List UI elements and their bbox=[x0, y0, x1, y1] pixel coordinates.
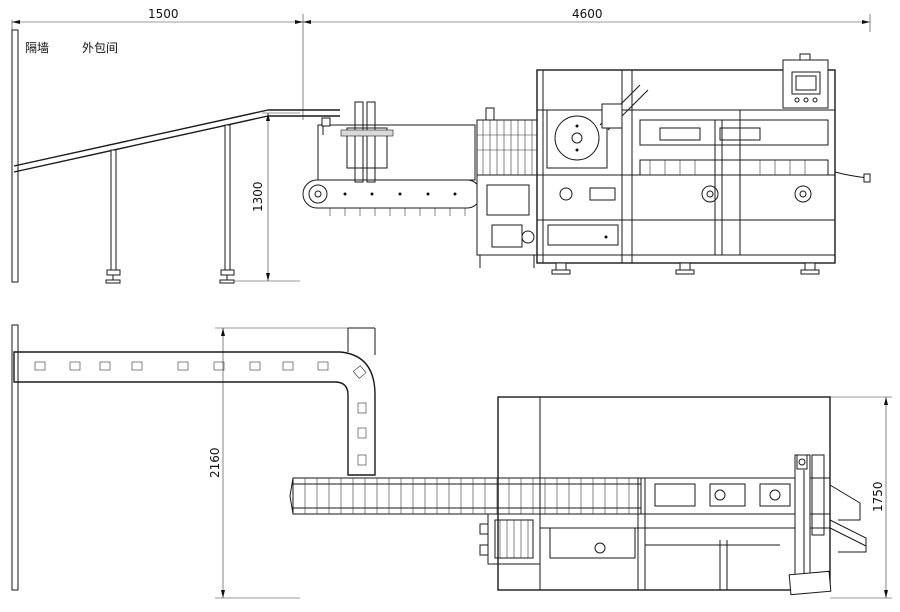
dim-1750: 1750 bbox=[871, 481, 885, 512]
partition-wall-plan bbox=[11, 324, 19, 591]
dimension-lines: 1500 4600 1300 2160 1750 bbox=[11, 7, 892, 599]
chain-infeed-elevation bbox=[302, 101, 482, 216]
magazine-unit-elevation bbox=[476, 107, 538, 268]
dim-2160: 2160 bbox=[208, 447, 222, 478]
plan-cartoner-body bbox=[497, 396, 867, 596]
plan-magazine-unit bbox=[479, 513, 541, 565]
cartoner-main-body-elevation bbox=[536, 53, 871, 275]
partition-wall-elevation bbox=[11, 29, 19, 283]
dim-1300: 1300 bbox=[251, 181, 265, 212]
plan-feed-conveyor bbox=[13, 327, 376, 476]
partition-wall-label: 隔墙 bbox=[25, 41, 50, 55]
inclined-feed-conveyor bbox=[13, 109, 340, 284]
dim-1500: 1500 bbox=[148, 7, 179, 21]
outer-packing-room-label: 外包间 bbox=[82, 41, 119, 55]
dim-4600: 4600 bbox=[572, 7, 603, 21]
plan-infeed-chain bbox=[289, 477, 642, 515]
